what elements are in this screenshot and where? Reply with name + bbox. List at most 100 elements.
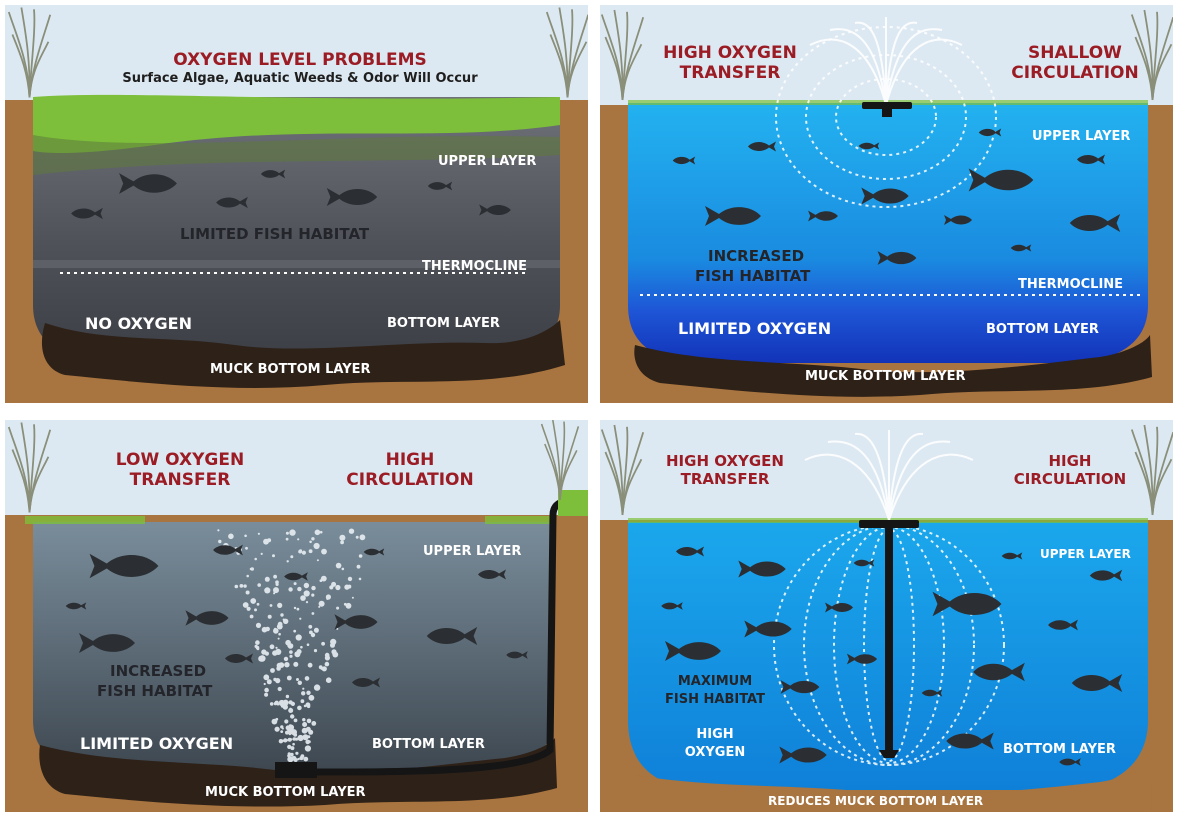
air-bubble — [273, 587, 279, 594]
air-bubble — [319, 530, 323, 534]
air-bubble — [290, 752, 294, 757]
air-bubble — [290, 738, 293, 741]
air-bubble — [264, 687, 269, 693]
air-bubble — [274, 726, 280, 732]
air-bubbles — [217, 528, 366, 763]
air-bubble — [359, 534, 366, 541]
fish-habitat-label-1: MAXIMUM — [677, 674, 753, 689]
air-bubble — [285, 639, 291, 646]
air-bubble — [305, 601, 309, 604]
muck-bottom-layer-label: MUCK BOTTOM LAYER — [205, 785, 366, 800]
air-bubble — [348, 528, 355, 534]
air-bubble — [336, 606, 340, 610]
air-bubble — [267, 614, 272, 619]
air-bubble — [306, 643, 310, 646]
bottom-diffuser-illustration — [5, 420, 588, 812]
air-bubble — [242, 602, 249, 608]
air-bubble — [293, 661, 299, 667]
oxygen-problems-title: OXYGEN LEVEL PROBLEMS — [173, 50, 427, 70]
air-bubble — [339, 534, 346, 541]
air-bubble — [273, 677, 277, 682]
fountain-float — [859, 520, 919, 528]
air-bubble — [295, 634, 302, 641]
air-bubble — [306, 718, 312, 724]
air-bubble — [276, 623, 283, 630]
air-bubble — [301, 699, 305, 703]
high-oxygen-label-2: OXYGEN — [684, 745, 746, 760]
air-bubble — [358, 554, 363, 558]
air-bubble — [305, 726, 311, 732]
air-bubble — [290, 555, 294, 559]
upper-layer-label: UPPER LAYER — [423, 544, 522, 559]
air-bubble — [245, 546, 248, 550]
air-bubble — [292, 756, 297, 761]
upper-layer-label: UPPER LAYER — [1040, 547, 1131, 561]
air-bubble — [217, 529, 220, 532]
muck-layer — [41, 320, 565, 388]
air-bubble — [287, 756, 294, 763]
air-bubble — [280, 730, 284, 733]
air-bubble — [289, 707, 292, 710]
air-bubble — [280, 613, 284, 617]
air-bubble — [283, 705, 288, 710]
muck-bottom-layer-label: MUCK BOTTOM LAYER — [210, 362, 371, 377]
air-bubble — [289, 650, 293, 654]
aerated-water — [628, 103, 1148, 363]
air-bubble — [261, 626, 268, 633]
oxygen-transfer-label-1: HIGH OXYGEN — [666, 452, 784, 470]
air-bubble — [269, 702, 274, 706]
air-bubble — [297, 757, 300, 761]
air-bubble — [234, 584, 239, 589]
air-bubble — [303, 590, 310, 597]
air-bubble — [285, 531, 289, 535]
air-bubble — [296, 649, 302, 655]
air-bubble — [301, 550, 306, 555]
air-bubble — [256, 647, 260, 651]
air-bubble — [266, 679, 272, 685]
oxygen-problems-subtitle: Surface Algae, Aquatic Weeds & Odor Will… — [122, 71, 478, 86]
oxygen-transfer-label-1: LOW OXYGEN — [115, 450, 245, 470]
air-bubble — [358, 577, 362, 581]
air-bubble — [303, 756, 309, 762]
air-bubble — [321, 641, 325, 646]
air-bubble — [285, 738, 289, 742]
circulation-label-2: CIRCULATION — [346, 470, 474, 490]
air-bubble — [321, 548, 327, 555]
air-bubble — [256, 602, 260, 606]
air-bubble — [335, 584, 341, 591]
air-bubble — [263, 538, 269, 545]
air-bubble — [325, 652, 329, 656]
air-bubble — [347, 576, 353, 582]
panel-stagnant-pond: OXYGEN LEVEL PROBLEMS Surface Algae, Aqu… — [5, 5, 588, 403]
air-bubble — [331, 581, 337, 587]
muck-bottom-layer-label: MUCK BOTTOM LAYER — [805, 369, 966, 384]
air-bubble — [288, 587, 293, 592]
air-bubble — [311, 593, 315, 597]
air-bubble — [308, 549, 313, 554]
reduces-muck-bottom-layer-label: REDUCES MUCK BOTTOM LAYER — [768, 794, 984, 808]
air-bubble — [331, 649, 337, 655]
panel-bottom-diffuser: LOW OXYGEN TRANSFER HIGH CIRCULATION UPP… — [5, 420, 588, 812]
air-bubble — [296, 678, 299, 681]
air-bubble — [297, 705, 302, 711]
air-bubble — [246, 574, 249, 578]
air-bubble — [356, 564, 361, 569]
air-bubble — [302, 722, 308, 727]
air-bubble — [287, 752, 291, 756]
air-bubble — [308, 624, 313, 629]
air-bubble — [308, 694, 315, 701]
circulation-label-1: HIGH — [1048, 452, 1092, 470]
circulation-label-1: HIGH — [385, 450, 435, 470]
fish-habitat-label-2: FISH HABITAT — [665, 692, 765, 707]
air-bubble — [301, 755, 304, 758]
air-bubble — [296, 607, 300, 611]
air-bubble — [293, 718, 298, 723]
air-bubble — [264, 651, 269, 656]
stagnant-pond-illustration — [5, 5, 588, 403]
air-bubble — [305, 702, 311, 708]
air-bubble — [276, 666, 281, 671]
bottom-layer-label: BOTTOM LAYER — [986, 322, 1099, 337]
air-bubble — [254, 608, 257, 612]
air-bubble — [302, 718, 306, 722]
bottom-layer-label: BOTTOM LAYER — [387, 316, 500, 331]
